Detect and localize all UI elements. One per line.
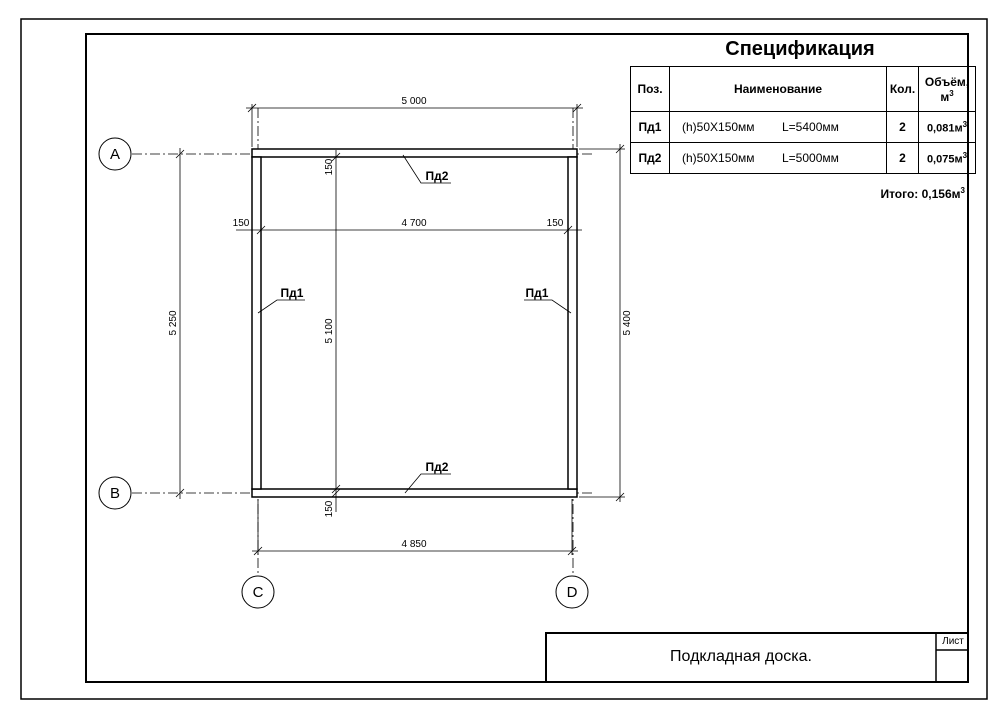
label-top-board: Пд2 — [426, 169, 449, 183]
axis-label-b: B — [110, 485, 120, 502]
axis-bubble-c — [241, 575, 275, 609]
header-qty: Кол. — [886, 66, 919, 112]
header-pos: Поз. — [630, 66, 670, 112]
row1-section: (h)50X150мм — [682, 120, 755, 134]
dim-left-offset: 150 — [233, 218, 250, 229]
dim-bottom-board-thickness: 150 — [324, 500, 335, 517]
row1-pos: Пд1 — [630, 111, 670, 143]
sheet-label: Лист — [942, 636, 964, 647]
board-left — [251, 156, 262, 490]
header-vol-text: Объём, м — [924, 74, 970, 104]
row1-vol-sup: 3 — [962, 119, 968, 129]
row1-length: L=5400мм — [782, 120, 839, 134]
dim-bottom: 4 850 — [401, 539, 426, 550]
row2-vol: 0,075м3 — [918, 142, 976, 174]
dimension-lines — [175, 103, 625, 556]
row2-section: (h)50X150мм — [682, 151, 755, 165]
dim-right-vertical: 5 400 — [622, 310, 633, 335]
axis-bubble-a — [98, 137, 132, 171]
dim-top-board-thickness: 150 — [324, 158, 335, 175]
board-top — [251, 148, 578, 158]
header-vol-sup: 3 — [949, 88, 954, 98]
leader-lines — [257, 154, 572, 494]
table-row: Пд1 (h)50X150мм L=5400мм 2 0,081м3 — [630, 111, 976, 143]
board-right — [567, 156, 578, 490]
table-row: Пд2 (h)50X150мм L=5000мм 2 0,075м3 — [630, 142, 976, 174]
spec-table: Поз. Наименование Кол. Объём, м3 Пд1 (h)… — [630, 66, 976, 174]
axis-label-d: D — [567, 584, 578, 601]
row1-vol-text: 0,081м — [926, 122, 963, 135]
spec-header-row: Поз. Наименование Кол. Объём, м3 — [630, 66, 976, 112]
header-name: Наименование — [669, 66, 887, 112]
row1-vol: 0,081м3 — [918, 111, 976, 143]
axis-bubble-b — [98, 476, 132, 510]
label-bottom-board: Пд2 — [426, 460, 449, 474]
dim-left-vertical: 5 250 — [168, 310, 179, 335]
row2-vol-sup: 3 — [962, 150, 968, 160]
spec-total: Итого: 0,156м3 — [880, 186, 965, 201]
dim-inner-vertical: 5 100 — [324, 318, 335, 343]
dim-inner-horizontal: 4 700 — [401, 218, 426, 229]
axis-bubble-d — [555, 575, 589, 609]
row1-name: (h)50X150мм L=5400мм — [669, 111, 887, 143]
row2-pos: Пд2 — [630, 142, 670, 174]
header-vol: Объём, м3 — [918, 66, 976, 112]
label-left-board: Пд1 — [281, 286, 304, 300]
row2-name: (h)50X150мм L=5000мм — [669, 142, 887, 174]
inner-frame — [85, 33, 969, 683]
spec-total-text: Итого: 0,156м — [880, 187, 961, 201]
row2-vol-text: 0,075м — [926, 153, 963, 166]
stamp-title: Подкладная доска. — [670, 648, 812, 665]
boards — [251, 148, 578, 498]
dim-right-offset: 150 — [547, 218, 564, 229]
board-bottom — [251, 488, 578, 498]
spec-title: Спецификация — [725, 38, 875, 60]
axis-label-c: C — [253, 584, 264, 601]
row2-qty: 2 — [886, 142, 919, 174]
outer-frame — [20, 18, 988, 700]
row1-qty: 2 — [886, 111, 919, 143]
axis-lines — [132, 108, 595, 575]
label-right-board: Пд1 — [526, 286, 549, 300]
axis-label-a: A — [110, 146, 120, 163]
dim-top: 5 000 — [401, 96, 426, 107]
spec-total-sup: 3 — [960, 186, 965, 195]
title-block — [545, 632, 969, 683]
axis-bubbles — [98, 137, 589, 609]
row2-length: L=5000мм — [782, 151, 839, 165]
